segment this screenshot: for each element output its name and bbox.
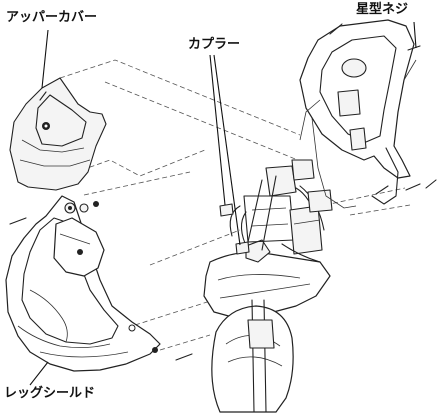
assembly-guide-lines (59, 29, 411, 351)
upper-cover-part (9, 77, 107, 191)
star-screw-label: 星型ネジ (356, 2, 409, 17)
leg-shield-label: レッグシールド (4, 386, 96, 401)
coupler-parts (219, 203, 250, 255)
leg-shield-part (5, 195, 161, 372)
frame-and-front-wheel (203, 159, 333, 413)
screw-parts (9, 23, 437, 361)
inner-cover-part (299, 19, 417, 209)
leader-lines (29, 21, 417, 386)
upper-cover-label: アッパーカバー (6, 10, 98, 25)
coupler-label: カプラー (188, 37, 241, 52)
